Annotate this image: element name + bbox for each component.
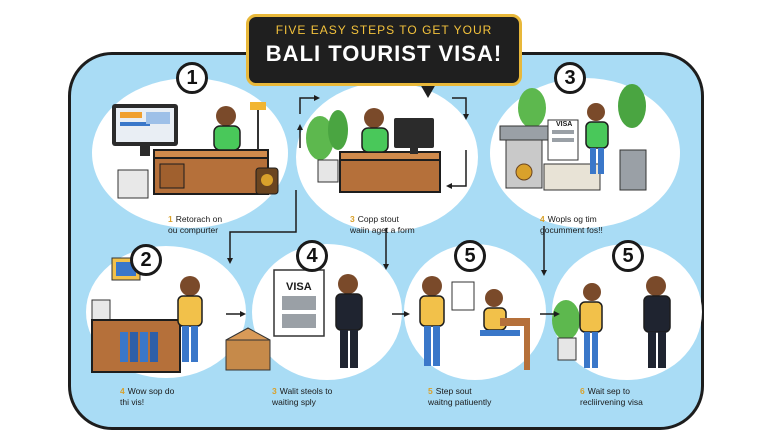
visa-board-label: VISA — [286, 281, 312, 293]
step-number-2: 2 — [130, 244, 162, 276]
step-number-3: 3 — [554, 62, 586, 94]
caption-bullet: 3 — [272, 386, 277, 396]
step-number-1: 1 — [176, 62, 208, 94]
scene-computer-desk — [112, 102, 279, 199]
banner-pointer — [420, 84, 436, 98]
caption-bullet: 5 — [428, 386, 433, 396]
flow-arrows — [226, 97, 554, 315]
caption-line: gocumment fos!! — [540, 225, 603, 235]
caption-line: Copp stout — [357, 214, 399, 224]
banner-subtitle: FIVE EASY STEPS TO GET YOUR — [275, 23, 493, 37]
caption-bullet: 3 — [350, 214, 355, 224]
arrow-heads — [227, 95, 560, 317]
caption-bullet: 6 — [580, 386, 585, 396]
scene-office-plant — [306, 108, 441, 193]
caption-line: Wow sop do — [127, 386, 175, 396]
title-banner: FIVE EASY STEPS TO GET YOUR BALI TOURIST… — [246, 14, 522, 86]
caption-line: Walit steols to — [279, 386, 333, 396]
scene-document-stand — [499, 84, 647, 191]
scene-visa-board — [225, 269, 363, 371]
step-number-4: 4 — [296, 240, 328, 272]
step-number-5a: 5 — [454, 240, 486, 272]
caption-line: waiin aget a form — [350, 225, 415, 235]
caption-line: ou compurter — [168, 225, 219, 235]
scene-waiting — [419, 276, 530, 370]
step-number-5b: 5 — [612, 240, 644, 272]
caption-line: waiting sply — [272, 397, 316, 407]
caption-line: recliirvening visa — [580, 397, 643, 407]
caption-line: Retorach on — [175, 214, 223, 224]
banner-title: BALI TOURIST VISA! — [265, 41, 503, 66]
caption-bullet: 4 — [120, 386, 125, 396]
scene-shelves — [91, 257, 203, 373]
caption-bullet: 1 — [168, 214, 173, 224]
caption-line: Wait sep to — [587, 386, 630, 396]
visa-small-label: VISA — [556, 121, 572, 128]
caption-bullet: 4 — [540, 214, 545, 224]
caption-line: thi vis! — [120, 397, 145, 407]
caption-line: waitng patiuently — [428, 397, 492, 407]
scene-receiving-visa — [552, 276, 671, 368]
caption-line: Step sout — [435, 386, 472, 396]
caption-line: Wopls og tim — [547, 214, 597, 224]
